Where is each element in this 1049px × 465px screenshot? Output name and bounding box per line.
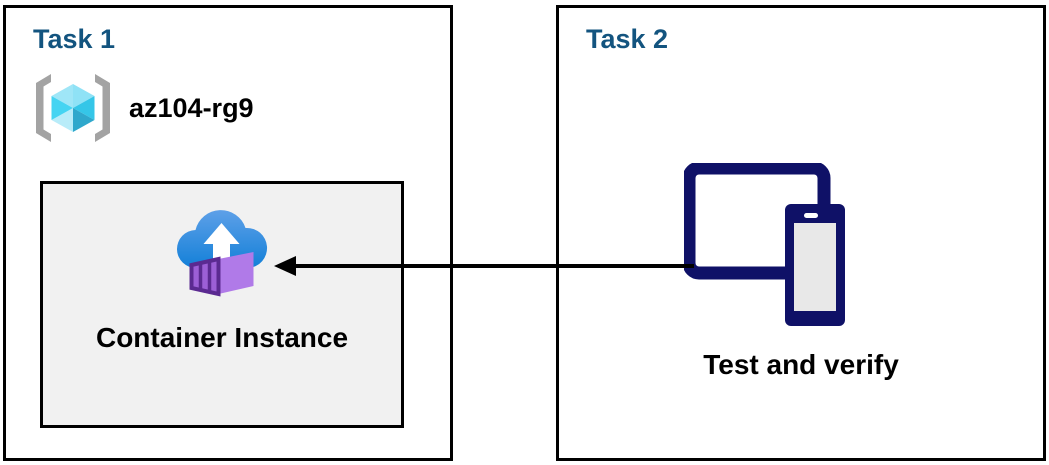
panel-task-2-title: Task 2 <box>586 24 669 54</box>
container-instance-label: Container Instance <box>95 322 349 353</box>
test-and-verify-label: Test and verify <box>703 349 899 380</box>
resource-group-name: az104-rg9 <box>129 92 254 123</box>
panel-task-1-title: Task 1 <box>33 24 116 54</box>
azure-resource-group-icon <box>33 70 113 146</box>
resource-group-row: az104-rg9 <box>33 70 254 146</box>
container-instance-box: Container Instance <box>40 181 404 428</box>
panel-task-1: Task 1 <box>3 5 453 461</box>
